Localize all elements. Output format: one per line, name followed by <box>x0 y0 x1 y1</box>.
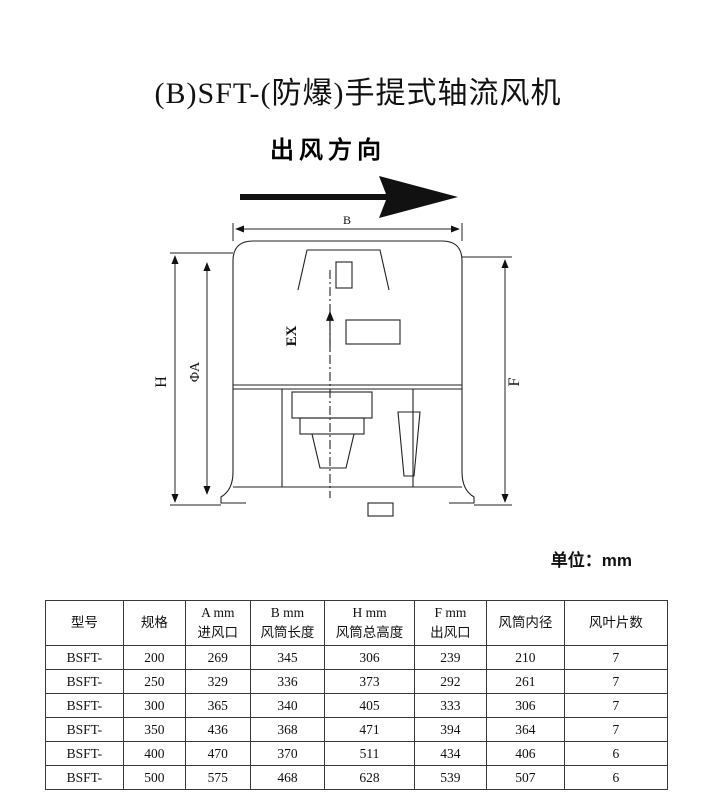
col-header-f-outlet: F mm 出风口 <box>413 600 487 646</box>
cell-blade-count: 6 <box>563 741 669 766</box>
cell-h: 628 <box>324 765 415 790</box>
fan-drawing-svg: 出风方向 B <box>153 136 523 517</box>
table-row: BSFT- 200 269 345 306 239 210 7 <box>45 645 669 670</box>
cell-blade-count: 7 <box>563 645 669 670</box>
page-title: (B)SFT-(防爆)手提式轴流风机 <box>154 77 562 111</box>
cell-inner-diameter: 406 <box>485 741 565 766</box>
cell-a: 436 <box>184 717 251 742</box>
ex-mark: EX <box>284 325 300 346</box>
cell-model: BSFT- <box>45 693 124 718</box>
cell-spec: 200 <box>122 645 186 670</box>
cell-f: 539 <box>413 765 487 790</box>
cell-a: 575 <box>184 765 251 790</box>
cell-model: BSFT- <box>45 765 124 790</box>
dimension-h <box>170 252 233 506</box>
cell-b: 345 <box>249 645 326 670</box>
cell-model: BSFT- <box>45 717 124 742</box>
col-header-spec: 规格 <box>122 600 186 646</box>
cell-b: 370 <box>249 741 326 766</box>
cell-a: 365 <box>184 693 251 718</box>
cell-inner-diameter: 261 <box>485 669 565 694</box>
cell-f: 434 <box>413 741 487 766</box>
dimension-phi-a-label: ΦA <box>188 361 203 382</box>
col-header-b-duct-length: B mm 风筒长度 <box>249 600 326 646</box>
cell-h: 373 <box>324 669 415 694</box>
col-header-a-inlet: A mm 进风口 <box>184 600 251 646</box>
cell-b: 368 <box>249 717 326 742</box>
cell-blade-count: 7 <box>563 669 669 694</box>
cell-spec: 300 <box>122 693 186 718</box>
table-row: BSFT- 250 329 336 373 292 261 7 <box>45 669 669 694</box>
cell-h: 471 <box>324 717 415 742</box>
cell-f: 333 <box>413 693 487 718</box>
table-row: BSFT- 300 365 340 405 333 306 7 <box>45 693 669 718</box>
dimension-f <box>462 256 512 506</box>
cell-f: 292 <box>413 669 487 694</box>
fan-technical-drawing: 出风方向 B <box>150 120 580 552</box>
dimension-b-label: B <box>343 213 351 227</box>
dimension-f-label: F <box>506 377 523 386</box>
dimension-h-label: H <box>153 376 170 388</box>
col-header-inner-diameter: 风筒内径 <box>485 600 565 646</box>
col-header-blade-count: 风叶片数 <box>563 600 669 646</box>
cell-inner-diameter: 210 <box>485 645 565 670</box>
col-header-model: 型号 <box>45 600 124 646</box>
flow-arrow-icon <box>240 176 458 218</box>
flow-direction-label: 出风方向 <box>270 136 386 164</box>
cell-h: 405 <box>324 693 415 718</box>
cell-spec: 250 <box>122 669 186 694</box>
cell-f: 239 <box>413 645 487 670</box>
cell-a: 470 <box>184 741 251 766</box>
cell-spec: 400 <box>122 741 186 766</box>
spec-table-container: 型号 规格 A mm 进风口 B mm 风筒长度 H mm 风筒总高度 F mm… <box>45 600 669 790</box>
cell-blade-count: 6 <box>563 765 669 790</box>
spec-table: 型号 规格 A mm 进风口 B mm 风筒长度 H mm 风筒总高度 F mm… <box>45 600 669 790</box>
cell-spec: 350 <box>122 717 186 742</box>
cell-b: 340 <box>249 693 326 718</box>
table-row: BSFT- 500 575 468 628 539 507 6 <box>45 765 669 790</box>
unit-note: 单位：mm <box>550 551 632 570</box>
cell-blade-count: 7 <box>563 693 669 718</box>
cell-model: BSFT- <box>45 741 124 766</box>
fan-body-drawing <box>220 240 475 517</box>
cell-model: BSFT- <box>45 645 124 670</box>
dimension-b <box>232 223 463 241</box>
cell-spec: 500 <box>122 765 186 790</box>
cell-inner-diameter: 364 <box>485 717 565 742</box>
cell-h: 306 <box>324 645 415 670</box>
cell-b: 468 <box>249 765 326 790</box>
table-row: BSFT- 400 470 370 511 434 406 6 <box>45 741 669 766</box>
cell-h: 511 <box>324 741 415 766</box>
cell-a: 269 <box>184 645 251 670</box>
table-header-row: 型号 规格 A mm 进风口 B mm 风筒长度 H mm 风筒总高度 F mm… <box>45 600 669 646</box>
cell-blade-count: 7 <box>563 717 669 742</box>
cell-a: 329 <box>184 669 251 694</box>
cell-model: BSFT- <box>45 669 124 694</box>
cell-b: 336 <box>249 669 326 694</box>
cell-inner-diameter: 306 <box>485 693 565 718</box>
cell-inner-diameter: 507 <box>485 765 565 790</box>
col-header-h-total-height: H mm 风筒总高度 <box>324 600 415 646</box>
table-row: BSFT- 350 436 368 471 394 364 7 <box>45 717 669 742</box>
cell-f: 394 <box>413 717 487 742</box>
